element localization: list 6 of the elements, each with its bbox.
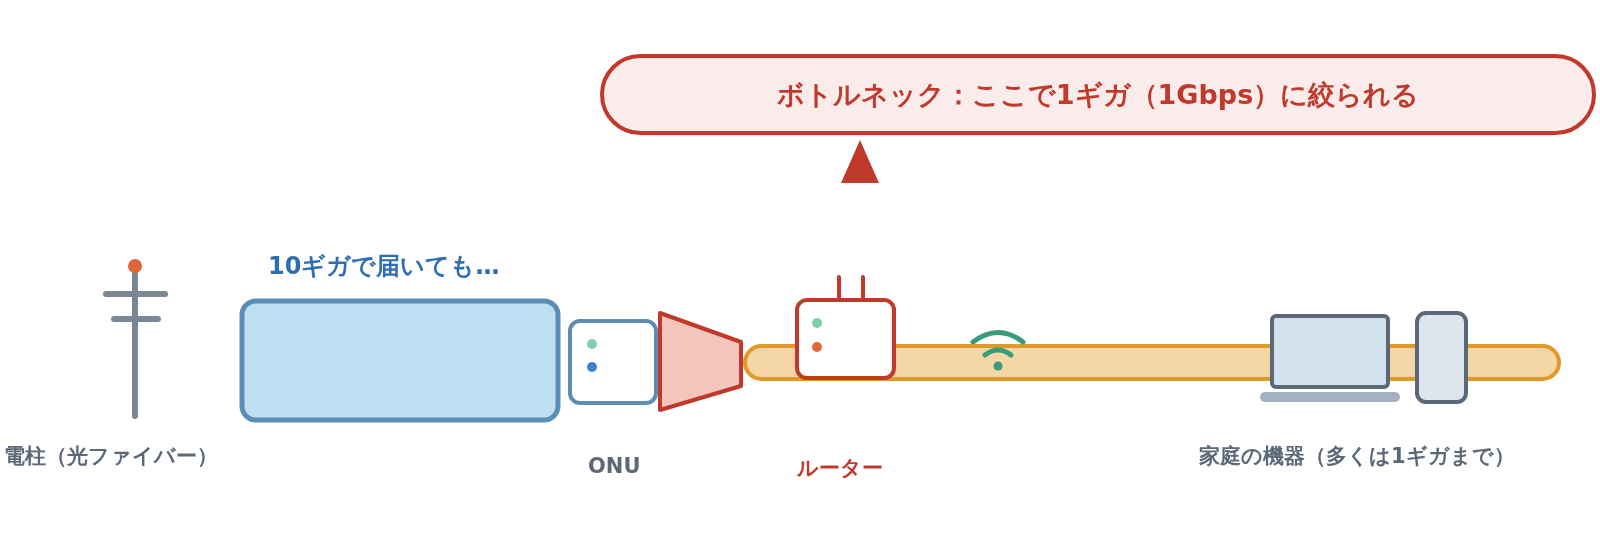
caption-label: 家庭の機器（多くは1ギガまで） (1199, 443, 1515, 470)
device-label: ルーター (797, 455, 883, 482)
device-label: ONU (588, 454, 641, 478)
heading: 10ギガで届いても… (268, 251, 500, 282)
caption-label: 電柱（光ファイバー） (4, 443, 218, 470)
callout-text: ボトルネック：ここで1ギガ（1Gbps）に絞られる (775, 78, 1421, 112)
